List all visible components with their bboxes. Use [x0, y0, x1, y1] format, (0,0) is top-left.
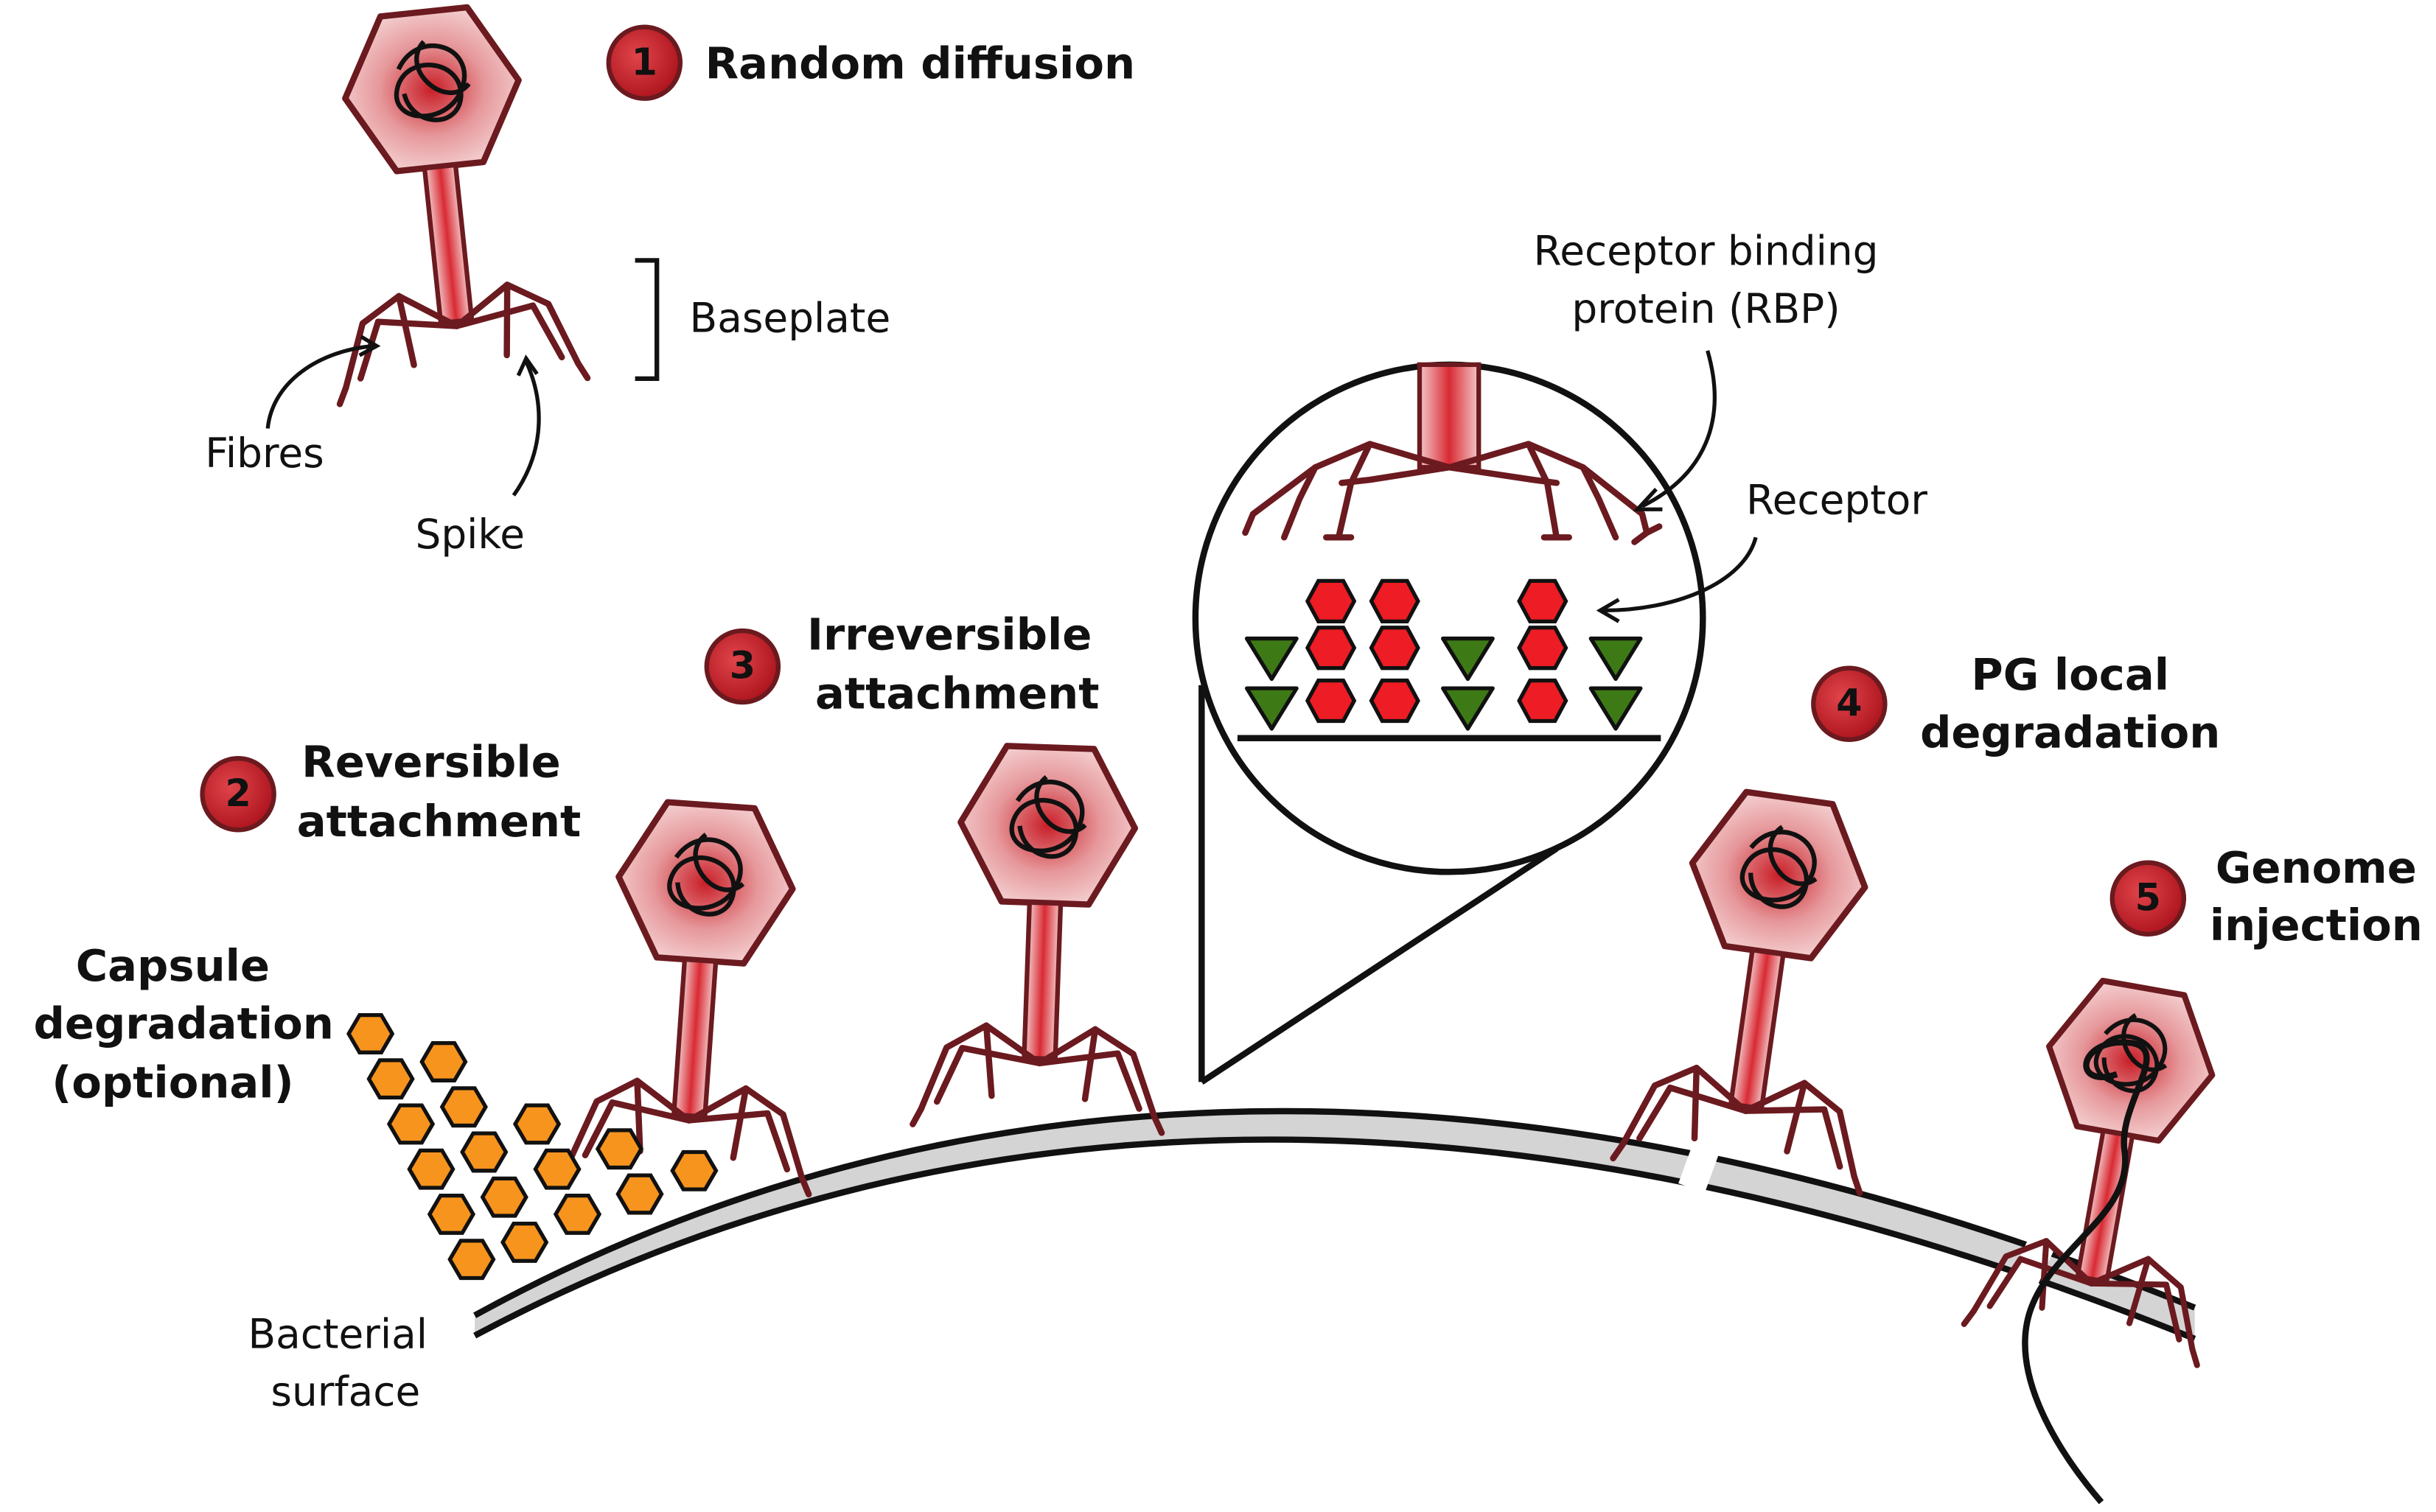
- phage-step-1: [300, 0, 587, 404]
- capsule-hexagon: [422, 1043, 465, 1081]
- step-number: 5: [2135, 875, 2161, 919]
- zoom-inset: [1192, 361, 1706, 1085]
- bacterial-surface: [473, 1095, 2196, 1342]
- spike-arrow: [512, 360, 541, 497]
- capsule-hexagon: [349, 1015, 392, 1053]
- capsule-hexagon: [430, 1196, 473, 1233]
- surface-label-line2: surface: [271, 1368, 420, 1415]
- capsule-hexagon: [672, 1152, 716, 1189]
- step-marker-3: 3: [704, 628, 781, 705]
- capsule-hexagon: [389, 1105, 433, 1143]
- capsule-hexagon: [618, 1175, 661, 1213]
- step-number: 3: [730, 644, 755, 687]
- step-4-label-line2: degradation: [1920, 707, 2220, 757]
- receptor-hexagon: [1372, 628, 1418, 668]
- receptor-hexagon: [1519, 581, 1566, 621]
- receptor-label: Receptor: [1746, 477, 1927, 524]
- phage-step-3: [912, 743, 1175, 1133]
- step-3-label-line1: Irreversible: [807, 609, 1092, 659]
- step-number: 1: [632, 40, 657, 83]
- rbp-label-line2: protein (RBP): [1571, 285, 1840, 332]
- capsule-hexagon: [442, 1088, 486, 1126]
- capsule-hexagon: [503, 1224, 546, 1261]
- step-marker-1: 1: [606, 24, 683, 101]
- receptor-hexagon: [1308, 681, 1354, 721]
- receptor-arrow: [1603, 536, 1758, 613]
- spike-label: Spike: [415, 511, 525, 558]
- capsule-hexagon: [409, 1150, 453, 1188]
- rbp-arrow: [1641, 350, 1717, 508]
- phage-step-5: [1964, 967, 2260, 1505]
- receptor-hexagon: [1308, 581, 1354, 621]
- receptor-hexagon: [1372, 581, 1418, 621]
- capsule-label-line3: (optional): [52, 1057, 293, 1108]
- capsule-hexagon: [598, 1130, 641, 1168]
- step-1-label: Random diffusion: [705, 38, 1135, 88]
- receptor-hexagon: [1519, 681, 1566, 721]
- capsule-hexagon: [369, 1060, 413, 1098]
- capsule-hexagon: [450, 1241, 493, 1278]
- step-number: 4: [1836, 681, 1862, 724]
- baseplate-label: Baseplate: [690, 295, 891, 342]
- step-2-label-line1: Reversible: [301, 737, 561, 788]
- rbp-label-line1: Receptor binding: [1534, 228, 1879, 275]
- step-marker-2: 2: [200, 755, 276, 833]
- capsule-label-line1: Capsule: [76, 940, 270, 991]
- capsule-hexagon: [462, 1133, 506, 1171]
- capsule-hexagon: [535, 1150, 579, 1188]
- capsule-label-line2: degradation: [34, 998, 334, 1049]
- surface-label-line1: Bacterial: [248, 1311, 427, 1358]
- receptor-hexagon: [1372, 681, 1418, 721]
- phage-step-2: [560, 797, 835, 1194]
- step-5-label-line2: injection: [2210, 900, 2423, 951]
- receptor-hexagon: [1519, 628, 1566, 668]
- receptor-hexagon: [1308, 628, 1354, 668]
- capsule-hexagon: [483, 1178, 526, 1216]
- step-2-label-line2: attachment: [297, 796, 582, 847]
- step-3-label-line2: attachment: [815, 668, 1100, 719]
- fibres-label: Fibres: [205, 430, 324, 477]
- step-marker-5: 5: [2109, 860, 2187, 937]
- phage-step-4: [1613, 781, 1913, 1193]
- step-marker-4: 4: [1811, 665, 1888, 742]
- step-4-label-line1: PG local: [1971, 649, 2169, 700]
- step-5-label-line1: Genome: [2216, 842, 2417, 893]
- fibres-arrow: [265, 343, 374, 429]
- injected-genome: [2022, 1039, 2150, 1505]
- baseplate-bracket: [635, 258, 660, 382]
- step-number: 2: [225, 771, 251, 815]
- capsule-hexagon: [515, 1105, 559, 1143]
- capsule-hexagon: [556, 1196, 599, 1233]
